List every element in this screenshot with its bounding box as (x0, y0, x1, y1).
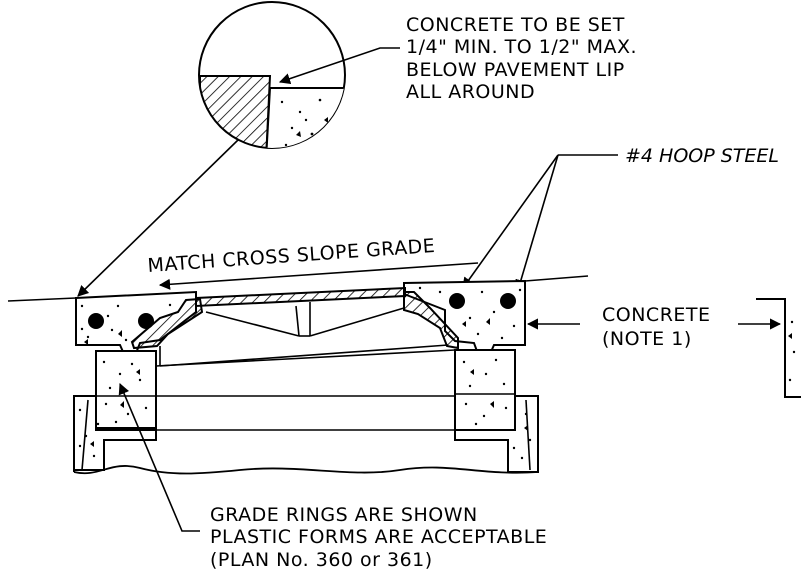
grade-rings-callout: GRADE RINGS ARE SHOWN PLASTIC FORMS ARE … (118, 382, 547, 571)
callout-line-2: 1/4" MIN. TO 1/2" MAX. (406, 36, 637, 58)
grade-rings-line-3: (PLAN No. 360 or 361) (210, 549, 433, 571)
left-barrel-wall (73, 395, 157, 472)
callout-line-1: CONCRETE TO BE SET (406, 14, 625, 36)
slope-label: MATCH CROSS SLOPE GRADE (147, 235, 436, 277)
detail-callout-text: CONCRETE TO BE SET 1/4" MIN. TO 1/2" MAX… (406, 14, 637, 103)
bottom-break-line (73, 465, 539, 475)
hoop-steel-callout: #4 HOOP STEEL (462, 145, 779, 292)
right-grade-ring (454, 349, 516, 431)
callout-line-3: BELOW PAVEMENT LIP (406, 59, 625, 81)
callout-line-4: ALL AROUND (406, 81, 535, 103)
concrete-callout: CONCRETE (NOTE 1) (526, 304, 782, 350)
right-partial-section (756, 298, 801, 398)
concrete-stipple (78, 286, 532, 460)
pavement-surface-line (7, 275, 589, 302)
grade-rings-line-2: PLASTIC FORMS ARE ACCEPTABLE (210, 526, 547, 548)
left-concrete-collar (75, 290, 197, 356)
concrete-label: CONCRETE (602, 304, 711, 326)
slope-callout: MATCH CROSS SLOPE GRADE (147, 235, 479, 290)
concrete-note-ref: (NOTE 1) (602, 328, 692, 350)
ring-interior-lines (155, 349, 456, 431)
grade-rings-line-1: GRADE RINGS ARE SHOWN (210, 504, 478, 526)
right-concrete-collar (403, 279, 526, 355)
hoop-steel-label: #4 HOOP STEEL (625, 145, 779, 167)
